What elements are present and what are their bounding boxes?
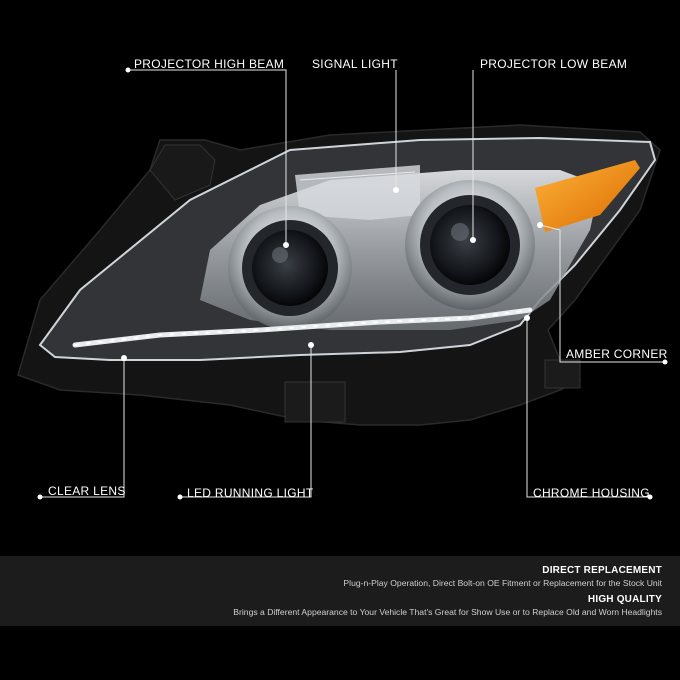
label-clear-lens: CLEAR LENS [48,484,126,498]
projector-low-beam-unit [405,180,535,310]
callout-line-chrome [526,318,650,498]
feature-info-bar: DIRECT REPLACEMENT Plug-n-Play Operation… [0,556,680,626]
label-led-running-light: LED RUNNING LIGHT [187,486,314,500]
led-running-light-bar [72,307,533,348]
feature-desc-direct-replacement: Plug-n-Play Operation, Direct Bolt-on OE… [343,578,662,588]
label-amber-corner: AMBER CORNER [566,347,668,361]
feature-title-high-quality: HIGH QUALITY [587,594,662,605]
callout-line-high-beam [128,69,287,245]
amber-corner-light [535,160,640,232]
label-chrome-housing: CHROME HOUSING [533,486,650,500]
label-projector-low-beam: PROJECTOR LOW BEAM [480,57,628,71]
label-projector-high-beam: PROJECTOR HIGH BEAM [134,57,285,71]
feature-title-direct-replacement: DIRECT REPLACEMENT [542,565,662,576]
callout-line-amber [539,224,665,363]
callout-line-clear-lens [40,358,125,498]
callout-lines [40,69,665,498]
callout-dots [37,67,668,500]
feature-desc-high-quality: Brings a Different Appearance to Your Ve… [233,607,662,617]
label-signal-light: SIGNAL LIGHT [312,57,398,71]
callout-line-led [180,345,312,498]
projector-high-beam-unit [228,206,352,330]
